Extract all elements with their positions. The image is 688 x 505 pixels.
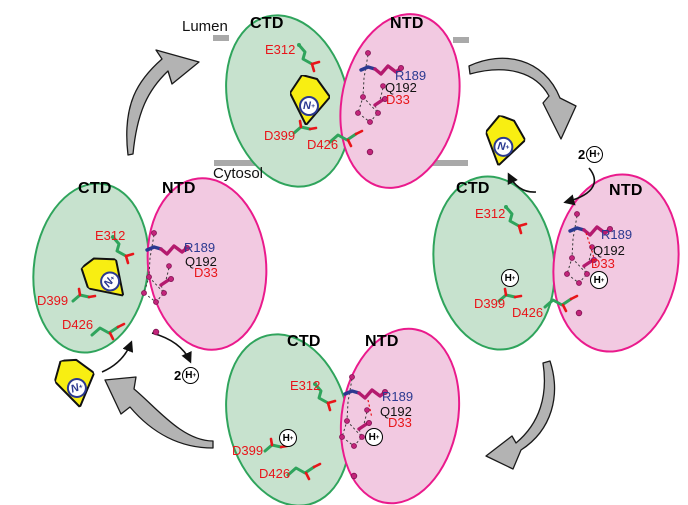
residue-label-r189-right: R189 [601,227,633,242]
sodium-ion-bound-left: N+ [74,246,138,308]
residue-label-e312-top: E312 [265,42,296,57]
ctd-header-top: CTD [250,15,284,32]
two-protons-in-right: 2 H+ [578,146,604,163]
cycle-arrow-top-left [126,49,200,156]
residue-label-d399-right: D399 [474,296,506,311]
residue-label-d33-right: D33 [591,256,615,271]
ntd-header-right: NTD [609,182,643,199]
residue-label-d33-top: D33 [386,92,410,107]
cycle-arrow-bottom-left [104,376,214,449]
proton-badge-ntd-right: H+ [590,271,608,289]
ctd-ellipse-right [421,167,567,359]
residue-label-d399-bottom: D399 [232,443,264,458]
residue-label-d426-bottom: D426 [259,466,291,481]
ntd-header-left: NTD [162,180,196,197]
residue-label-r189-bottom: R189 [382,389,414,404]
proton-count: 2 [174,368,182,383]
proton-badge-ntd-bottom: H+ [365,428,383,446]
residue-label-d426-right: D426 [512,305,544,320]
residue-label-d399-left: D399 [37,293,69,308]
membrane-bar-lumen-left [213,35,229,41]
residue-label-q192-left: Q192 [185,254,217,269]
residue-label-e312-left: E312 [95,228,126,243]
cycle-arrow-bottom-right [485,360,556,470]
proton-badge-ctd-right: H+ [501,269,519,287]
residue-label-d33-bottom: D33 [388,415,412,430]
ctd-header-left: CTD [78,180,112,197]
residue-label-e312-bottom: E312 [290,378,321,393]
ctd-header-right: CTD [456,180,490,197]
lumen-label: Lumen [182,18,228,35]
cytosol-label: Cytosol [213,165,264,182]
proton-circle-icon: H+ [586,146,604,163]
ntd-header-top: NTD [390,15,424,32]
two-protons-out-left: 2 H+ [174,367,200,384]
residue-label-e312-right: E312 [475,206,506,221]
membrane-bar-lumen-right [453,37,469,43]
sodium-ion-incoming-left: N+ [49,352,102,412]
proton-badge-ctd-bottom: H+ [279,429,297,447]
sodium-ion-symbol: N+ [299,96,319,116]
proton-circle-icon: H+ [182,367,200,384]
sodium-ion-released-right: N+ [482,114,527,168]
residue-label-d426-top: D426 [307,137,339,152]
residue-label-d426-left: D426 [62,317,94,332]
ntd-header-bottom: NTD [365,333,399,350]
residue-label-d33-left: D33 [194,265,218,280]
ctd-header-bottom: CTD [287,333,321,350]
proton-count: 2 [578,147,586,162]
residue-label-r189-left: R189 [184,240,216,255]
residue-label-d399-top: D399 [264,128,296,143]
sodium-ion-bound-top: N+ [290,75,330,125]
